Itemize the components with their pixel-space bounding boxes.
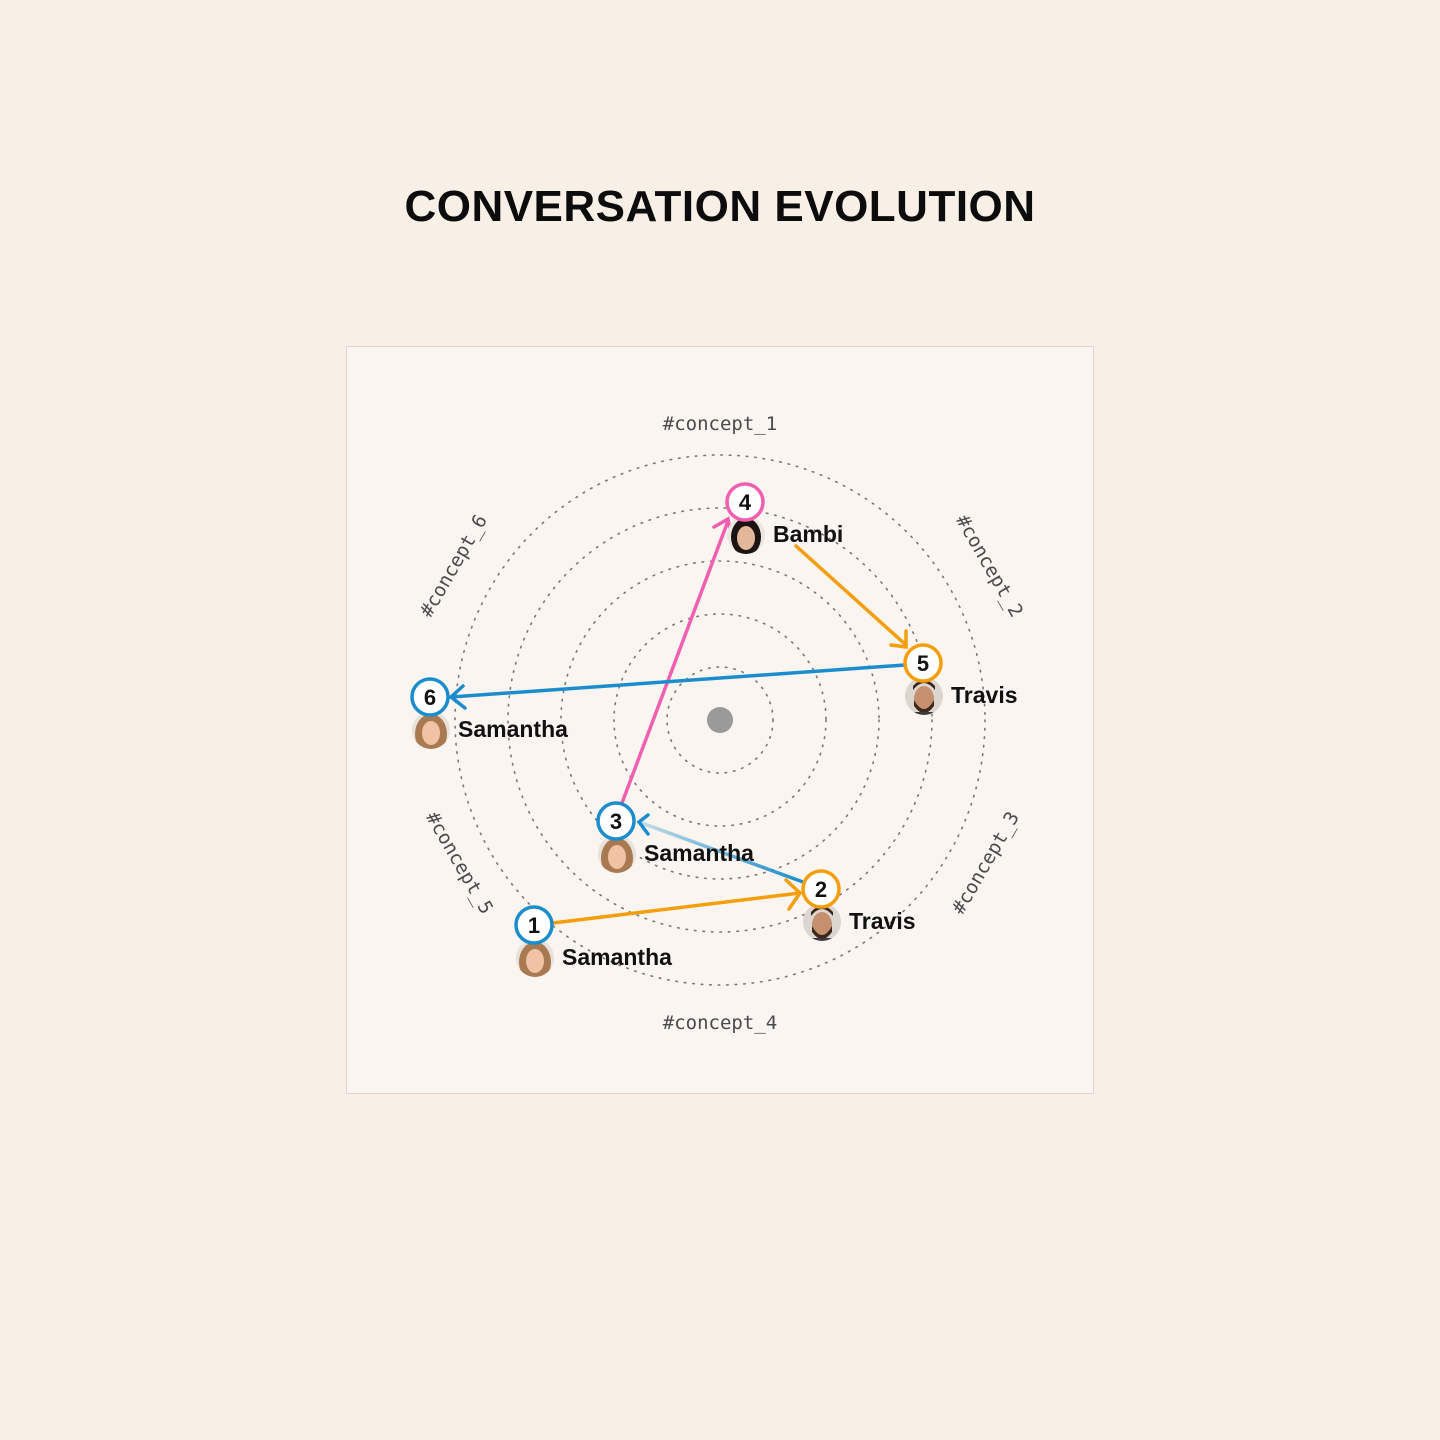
bearded-man-avatar-icon [905,677,943,715]
speaker-name: Travis [951,682,1018,708]
conversation-nodes: 1Samantha2Travis3Samantha4Bambi5Travis6S… [410,482,1018,977]
step-circle [410,677,450,717]
step-number: 6 [424,685,436,710]
concept-label-1: #concept_1 [663,413,777,435]
woman-avatar-icon [412,711,450,749]
concept-label-4: #concept_4 [663,1012,777,1034]
speaker-name: Samantha [644,840,754,866]
step-number: 5 [917,651,929,676]
page-title: CONVERSATION EVOLUTION [404,182,1036,231]
concept-label-3: #concept_3 [948,808,1024,918]
edge-4-to-5 [794,544,908,649]
edge-3-to-4 [620,516,733,805]
woman-avatar-icon [598,835,636,873]
concept-label-5: #concept_5 [421,808,497,918]
edge-2-to-3 [636,813,805,884]
conversation-edges [448,516,908,925]
speaker-name: Travis [849,908,916,934]
radar-ring [666,666,774,774]
concept-label-6: #concept_6 [416,511,492,621]
speaker-name: Bambi [773,521,843,547]
radar-ring [560,560,880,880]
step-circle [725,482,765,522]
concept-label-2: #concept_2 [951,511,1027,621]
radar-ring [507,507,933,933]
step-circle [596,801,636,841]
radar-ring [454,454,986,986]
step-number: 2 [815,877,827,902]
step-circle [903,643,943,683]
center-dot [707,707,733,733]
edge-5-to-6 [448,663,907,710]
bearded-man-avatar-icon [803,903,841,941]
woman-dark-hair-avatar-icon [727,516,765,554]
radar-rings [454,454,986,986]
speaker-name: Samantha [458,716,568,742]
step-number: 3 [610,809,622,834]
step-circle [801,869,841,909]
woman-avatar-icon [516,939,554,977]
radar-ring [613,613,827,827]
step-circle [514,905,554,945]
step-number: 4 [739,490,752,515]
edge-1-to-2 [551,878,803,925]
speaker-name: Samantha [562,944,672,970]
step-number: 1 [528,913,540,938]
